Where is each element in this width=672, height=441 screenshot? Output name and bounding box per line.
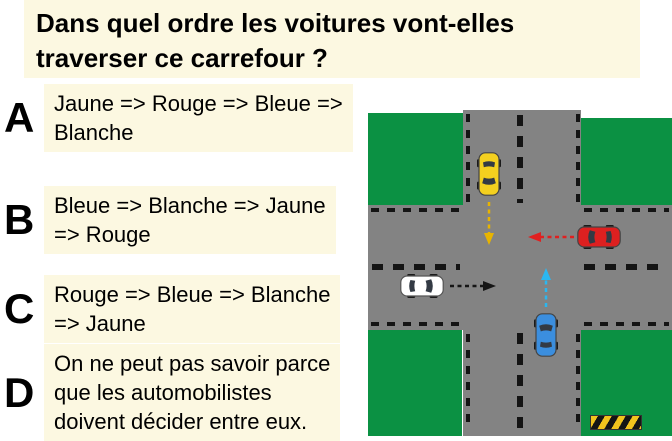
option-d-text: On ne peut pas savoir parce que les auto… <box>44 344 341 441</box>
road-marking-edge <box>466 334 470 430</box>
grass-corner-bottom-left <box>368 330 462 436</box>
road-marking-edge <box>584 208 669 212</box>
road-marking-edge <box>371 208 459 212</box>
road-marking-center-bottom <box>517 333 523 431</box>
road-marking-edge <box>371 322 459 326</box>
option-c-letter: C <box>4 285 35 333</box>
option-c-text: Rouge => Bleue => Blanche => Jaune <box>44 275 341 344</box>
option-a-letter: A <box>4 94 35 142</box>
grass-corner-top-right <box>581 118 672 205</box>
grass-corner-top-left <box>368 113 463 205</box>
car-white <box>398 274 446 298</box>
option-b[interactable]: B Bleue => Blanche => Jaune => Rouge <box>4 186 336 255</box>
option-a-text: Jaune => Rouge => Bleue => Blanche <box>44 84 353 153</box>
car-yellow <box>477 150 501 198</box>
road-marking-edge <box>576 334 580 430</box>
arrow-down-yellow-icon <box>483 200 495 246</box>
option-d[interactable]: D On ne peut pas savoir parce que les au… <box>4 344 341 441</box>
arrow-right-black-icon <box>448 280 498 292</box>
road-marking-edge <box>466 114 470 202</box>
question-title: Dans quel ordre les voitures vont-elles … <box>24 0 640 78</box>
car-red <box>575 225 623 249</box>
road-marking-edge <box>584 322 669 326</box>
road-marking-center-top <box>517 115 523 203</box>
option-d-letter: D <box>4 368 35 416</box>
road-marking-edge <box>576 114 580 202</box>
option-b-text: Bleue => Blanche => Jaune => Rouge <box>44 186 336 255</box>
arrow-up-blue-icon <box>540 267 552 309</box>
option-b-letter: B <box>4 196 35 244</box>
intersection-diagram <box>368 110 672 436</box>
hazard-stripe-marker <box>590 415 642 430</box>
car-blue <box>534 311 558 359</box>
arrow-left-red-icon <box>526 231 576 243</box>
option-a[interactable]: A Jaune => Rouge => Bleue => Blanche <box>4 84 353 153</box>
road-marking-center-right <box>584 264 668 270</box>
road-marking-center-left <box>372 264 460 270</box>
option-c[interactable]: C Rouge => Bleue => Blanche => Jaune <box>4 275 341 344</box>
